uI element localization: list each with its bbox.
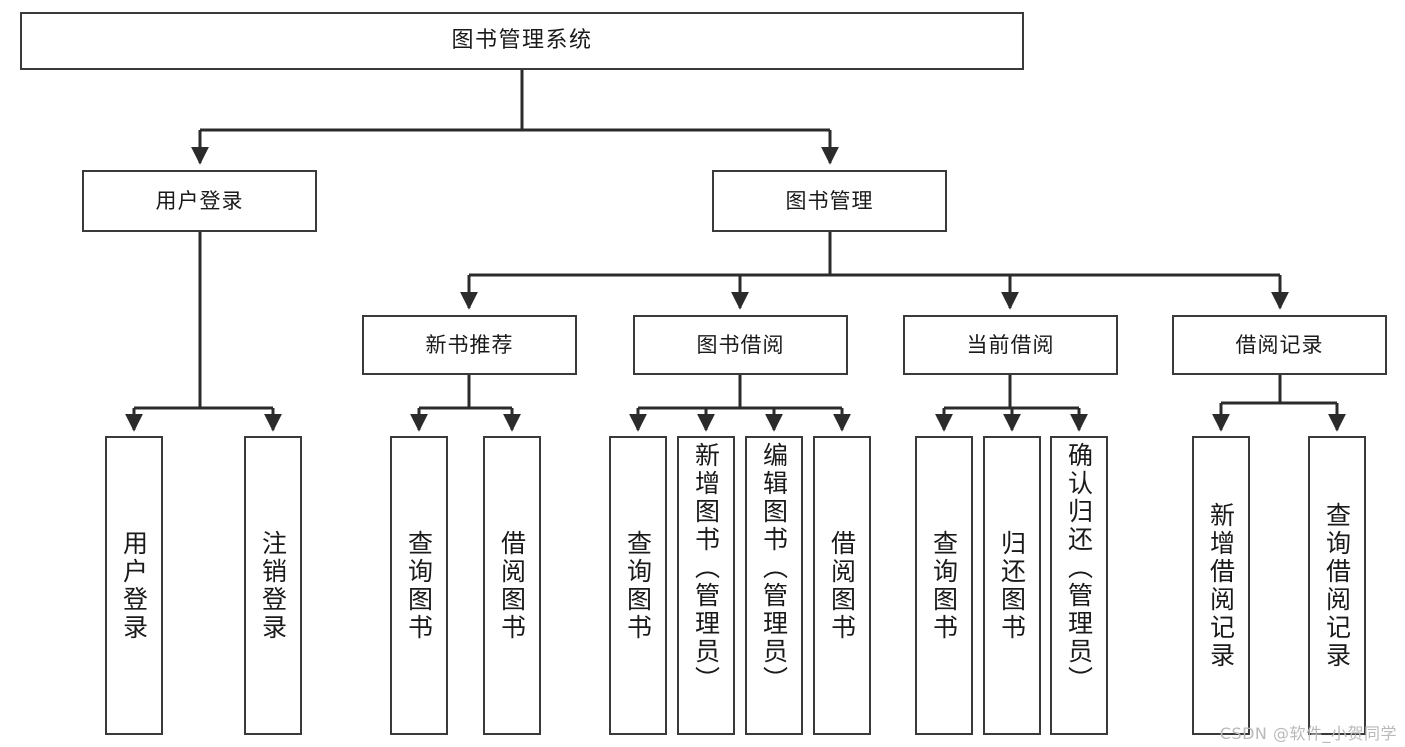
node-borrow-record-label: 借阅记录 (1235, 332, 1324, 357)
node-user-login-label: 用户登录 (155, 188, 244, 213)
node-leaf-borrow-book-1[interactable]: 借阅图书 (483, 436, 541, 735)
node-current-borrow[interactable]: 当前借阅 (903, 315, 1118, 375)
node-current-borrow-label: 当前借阅 (966, 332, 1055, 357)
node-book-manage-label: 图书管理 (785, 188, 874, 213)
node-leaf-edit-book-admin-label: 编辑图书（管理员） (759, 442, 789, 694)
node-leaf-borrow-book-2[interactable]: 借阅图书 (813, 436, 871, 735)
node-user-login[interactable]: 用户登录 (82, 170, 317, 232)
node-leaf-query-book-3-label: 查询图书 (929, 529, 959, 642)
node-leaf-add-record-label: 新增借阅记录 (1206, 501, 1236, 670)
node-leaf-borrow-book-2-label: 借阅图书 (827, 529, 857, 642)
node-root-label: 图书管理系统 (451, 28, 593, 54)
node-leaf-logout-label: 注销登录 (258, 529, 288, 642)
node-leaf-logout[interactable]: 注销登录 (244, 436, 302, 735)
node-leaf-return-book-label: 归还图书 (997, 529, 1027, 642)
node-leaf-query-book-2[interactable]: 查询图书 (609, 436, 667, 735)
node-leaf-user-login[interactable]: 用户登录 (105, 436, 163, 735)
node-leaf-confirm-return-label: 确认归还（管理员） (1064, 442, 1094, 694)
node-leaf-add-book-admin-label: 新增图书（管理员） (691, 442, 721, 694)
node-leaf-query-record-label: 查询借阅记录 (1322, 501, 1352, 670)
node-leaf-edit-book-admin[interactable]: 编辑图书（管理员） (745, 436, 803, 735)
node-leaf-add-book-admin[interactable]: 新增图书（管理员） (677, 436, 735, 735)
node-book-borrow[interactable]: 图书借阅 (633, 315, 848, 375)
node-leaf-query-book-2-label: 查询图书 (623, 529, 653, 642)
node-new-book-recommend-label: 新书推荐 (425, 332, 514, 357)
node-leaf-add-record[interactable]: 新增借阅记录 (1192, 436, 1250, 735)
node-new-book-recommend[interactable]: 新书推荐 (362, 315, 577, 375)
node-root[interactable]: 图书管理系统 (20, 12, 1024, 70)
node-leaf-query-book-1[interactable]: 查询图书 (390, 436, 448, 735)
node-leaf-user-login-label: 用户登录 (119, 529, 149, 642)
node-book-manage[interactable]: 图书管理 (712, 170, 947, 232)
node-leaf-borrow-book-1-label: 借阅图书 (497, 529, 527, 642)
node-leaf-query-book-3[interactable]: 查询图书 (915, 436, 973, 735)
watermark-text: CSDN @软件_小贺同学 (1219, 724, 1397, 743)
node-leaf-return-book[interactable]: 归还图书 (983, 436, 1041, 735)
node-book-borrow-label: 图书借阅 (696, 332, 785, 357)
node-leaf-query-book-1-label: 查询图书 (404, 529, 434, 642)
node-leaf-confirm-return[interactable]: 确认归还（管理员） (1050, 436, 1108, 735)
node-leaf-query-record[interactable]: 查询借阅记录 (1308, 436, 1366, 735)
node-borrow-record[interactable]: 借阅记录 (1172, 315, 1387, 375)
